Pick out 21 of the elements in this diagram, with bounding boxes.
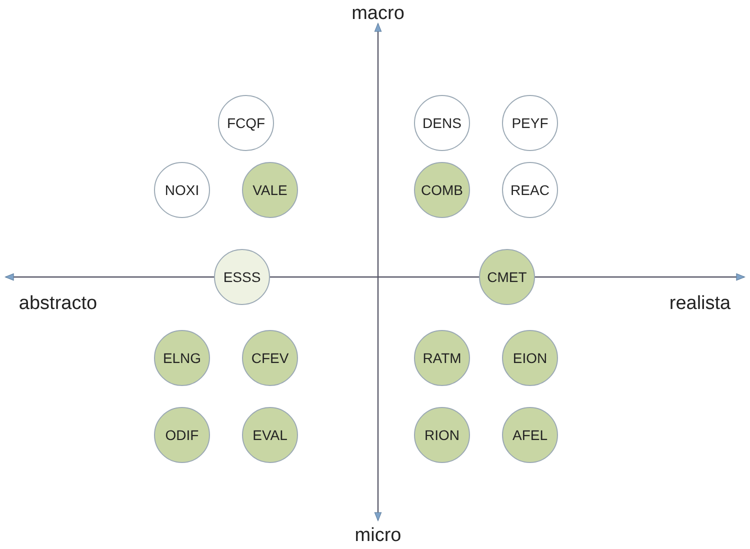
- circle-label: CMET: [487, 269, 527, 285]
- axis-label: abstracto: [18, 293, 98, 315]
- circle-label: RATM: [422, 350, 462, 366]
- circle-label: REAC: [510, 182, 550, 198]
- circle-label: CFEV: [251, 350, 289, 366]
- circle-label: EVAL: [252, 427, 288, 443]
- axis-label: macro: [352, 3, 404, 25]
- circle-label: ODIF: [165, 427, 199, 443]
- circle-label: DENS: [422, 115, 462, 131]
- circle-label: ELNG: [162, 350, 202, 366]
- circle-label: AFEL: [512, 427, 548, 443]
- circle-label: ESSS: [223, 269, 261, 285]
- circle-label: COMB: [421, 182, 463, 198]
- circle-label: EION: [512, 350, 548, 366]
- circle-label: FCQF: [226, 115, 266, 131]
- axis-label: realista: [669, 293, 731, 315]
- circle-label: PEYF: [512, 115, 548, 131]
- circle-label: RION: [424, 427, 460, 443]
- circle-label: NOXI: [164, 182, 200, 198]
- circle-label: VALE: [252, 182, 288, 198]
- axis-label: micro: [354, 525, 402, 547]
